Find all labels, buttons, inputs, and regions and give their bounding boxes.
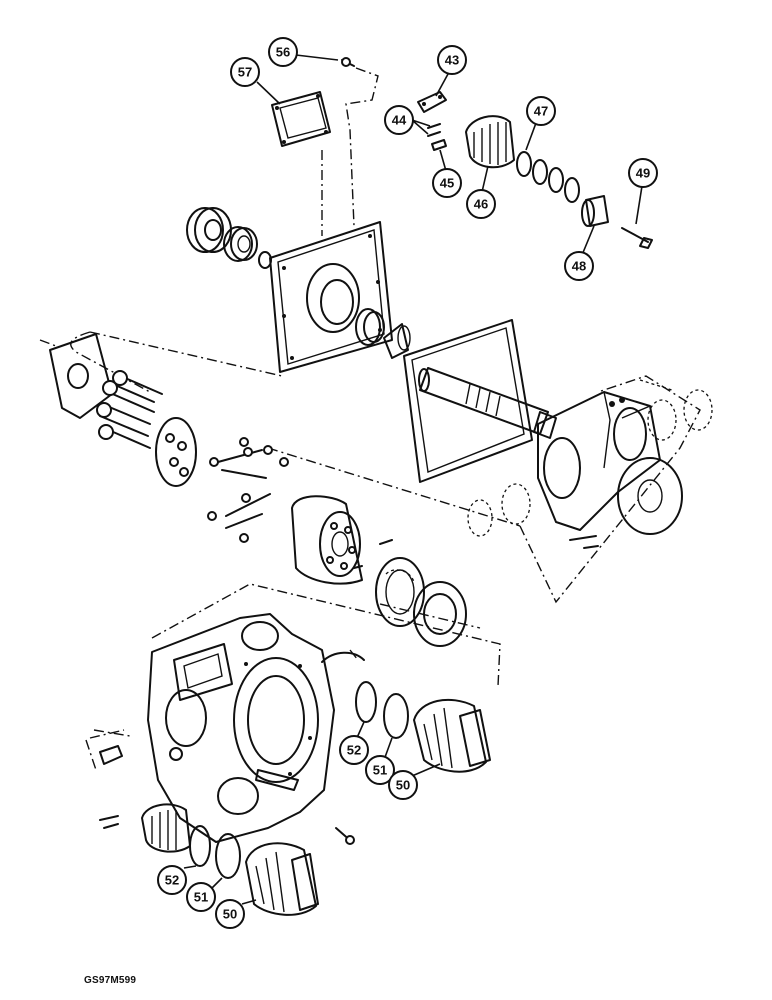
callout-52-upper: 52 [339,735,369,765]
svg-text:48: 48 [572,259,586,274]
callout-56: 56 [268,37,298,67]
pins-small [569,535,599,549]
callout-44: 44 [384,105,414,135]
svg-text:50: 50 [396,778,410,793]
svg-text:50: 50 [223,907,237,922]
rings-47 [516,151,580,203]
callout-51-upper: 51 [365,755,395,785]
svg-text:43: 43 [445,53,459,68]
svg-text:47: 47 [534,104,548,119]
thrust-plate [617,457,683,535]
callout-50-upper: 50 [388,770,418,800]
pistons [96,370,163,449]
callout-49: 49 [628,158,658,188]
callout-47: 47 [526,96,556,126]
svg-text:51: 51 [373,763,387,778]
swashplate [537,391,661,531]
o-ring-52-left [189,825,211,867]
o-ring-51-right [383,693,409,739]
servo-cap-50-right [413,698,491,773]
link-lower [89,729,125,765]
pin-45 [431,139,447,151]
gasket-plate-57 [271,91,331,147]
bearing-cup [355,308,385,346]
callout-50-lower: 50 [215,899,245,929]
valve-plate [375,557,425,627]
svg-text:52: 52 [165,873,179,888]
swashplate-bearings [467,379,713,537]
retainer-plate [155,417,197,487]
piston-46 [465,115,515,169]
piston-lower [141,803,191,853]
cylinder-block [291,495,363,585]
link-43 [417,91,447,113]
snap-ring [321,651,365,663]
leader-lines [183,54,643,905]
svg-text:44: 44 [392,113,407,128]
svg-text:51: 51 [194,890,208,905]
callout-46: 46 [466,189,496,219]
o-ring-52-right [355,681,377,723]
svg-text:49: 49 [636,166,650,181]
svg-text:57: 57 [238,65,252,80]
pump-housing [147,613,335,843]
callout-48: 48 [564,251,594,281]
drive-shaft [418,367,557,439]
sleeve-48 [581,195,609,227]
hold-down-springs [207,437,289,543]
assembly-outline-middle [70,331,701,604]
callout-43: 43 [437,45,467,75]
tapered-bearing [383,323,411,359]
pins-44 [427,123,441,137]
port-plate [39,333,113,419]
svg-text:52: 52 [347,743,361,758]
bolt-lower [335,827,355,845]
shaft-gasket [403,319,533,483]
assembly-line-top [345,67,379,227]
servo-cap-50-left [245,842,319,916]
o-ring-51-left [215,833,241,879]
callout-51-lower: 51 [186,882,216,912]
retainer-bracket [255,769,299,791]
end-cover-plate [269,221,393,373]
callout-52-lower: 52 [157,865,187,895]
bearing-small [223,226,258,262]
screw-56 [341,57,355,67]
callout-45: 45 [432,168,462,198]
pin-lower [99,815,119,829]
figure-code: GS97M599 [84,975,137,986]
svg-text:46: 46 [474,197,488,212]
dowel-pins [353,539,393,569]
svg-text:56: 56 [276,45,290,60]
callout-57: 57 [230,57,260,87]
svg-text:45: 45 [440,176,454,191]
bolt-49 [621,227,653,249]
assembly-outline-lower [85,583,501,771]
